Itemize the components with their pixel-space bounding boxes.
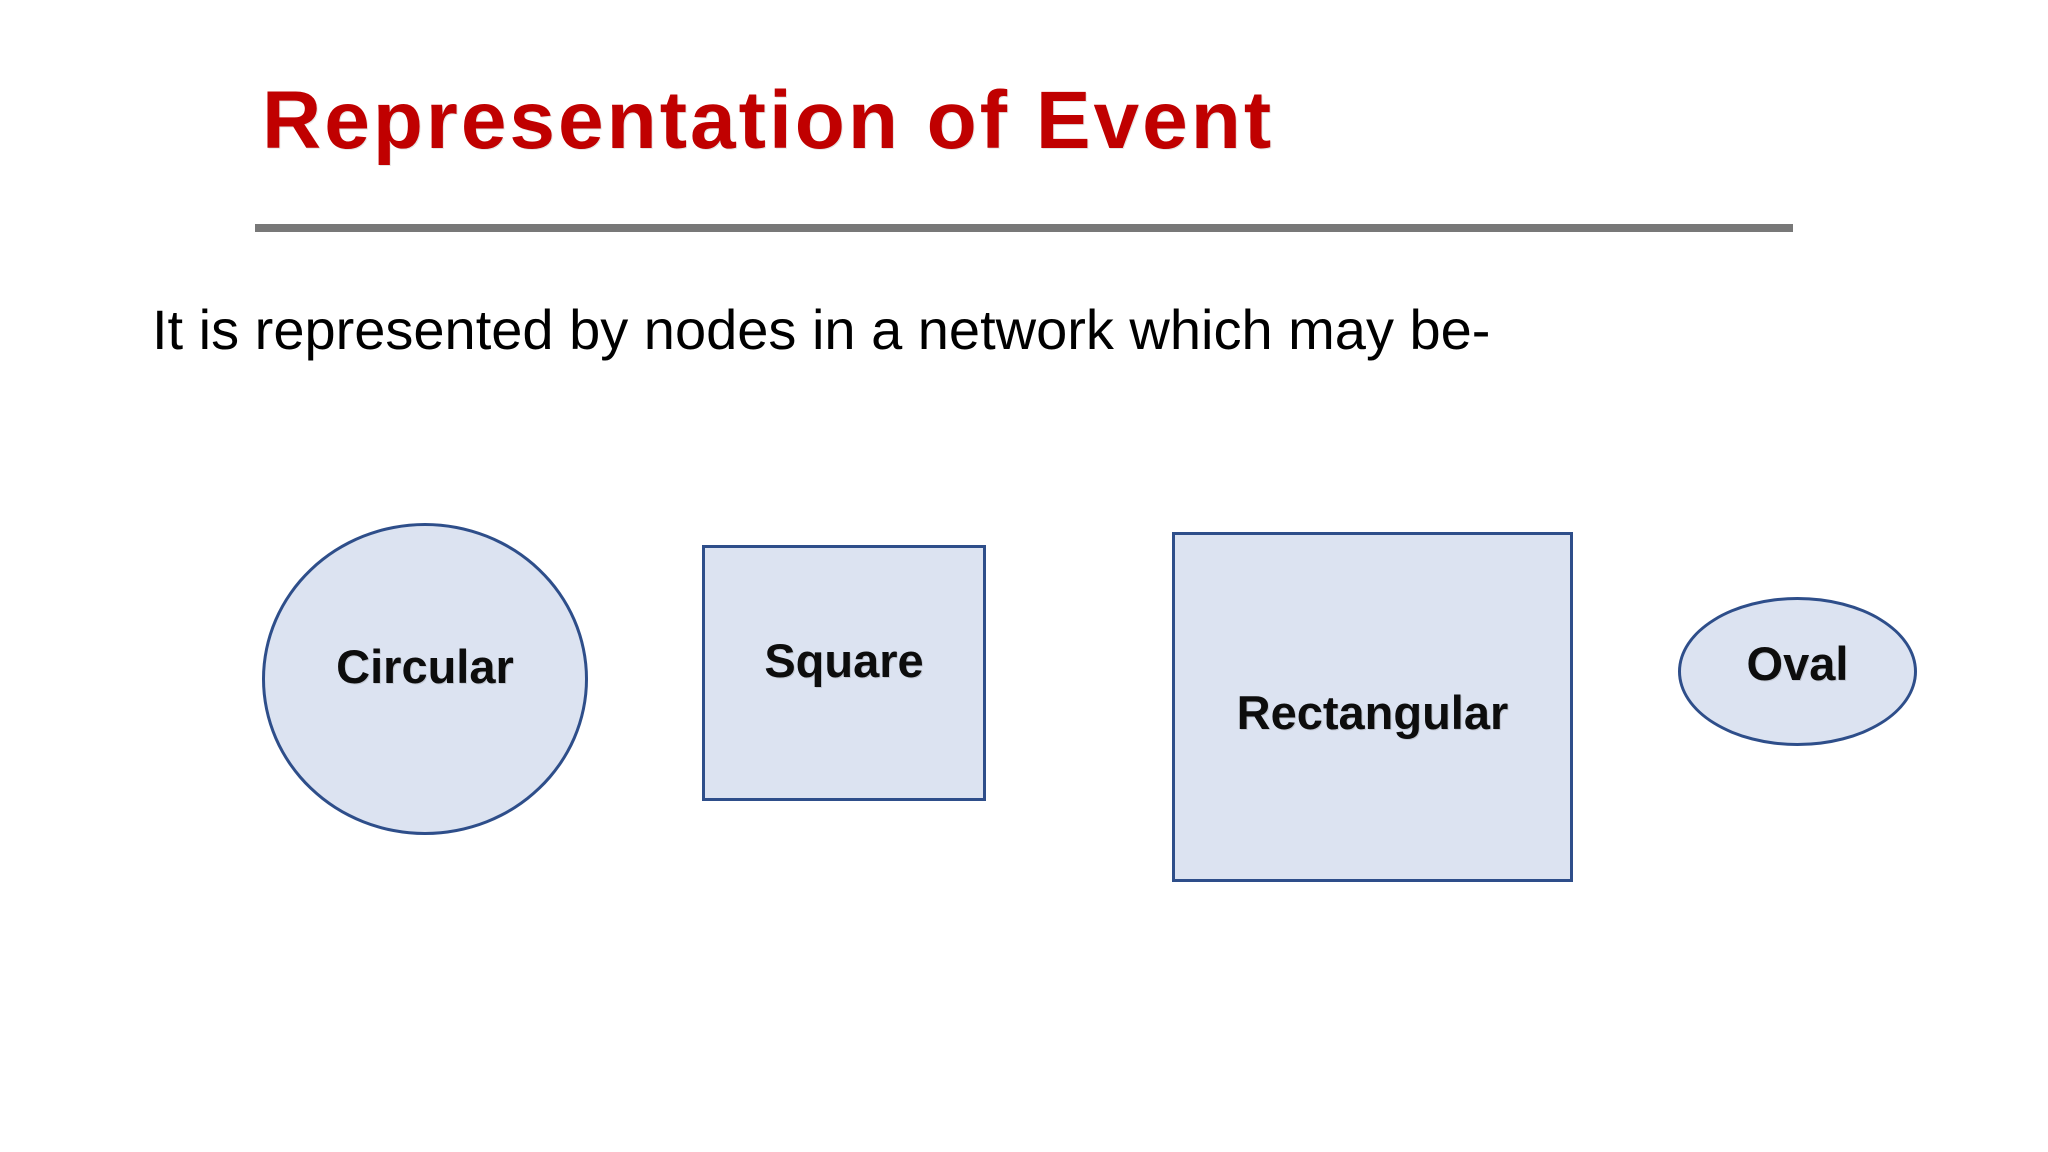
shape-label-square: Square	[764, 634, 924, 687]
shape-oval: Oval	[1678, 597, 1917, 746]
shape-label-rectangular: Rectangular	[1236, 686, 1509, 739]
shape-rectangular: Rectangular	[1172, 532, 1573, 882]
body-paragraph: It is represented by nodes in a network …	[152, 298, 1491, 361]
shape-label-circular: Circular	[336, 640, 514, 693]
page-title: Representation of Event	[262, 75, 1275, 166]
shape-circular: Circular	[262, 523, 588, 835]
shape-square: Square	[702, 545, 986, 801]
title-block: Representation of Event	[262, 75, 1802, 166]
title-underline-rule	[255, 224, 1793, 232]
shape-label-oval: Oval	[1746, 637, 1849, 690]
